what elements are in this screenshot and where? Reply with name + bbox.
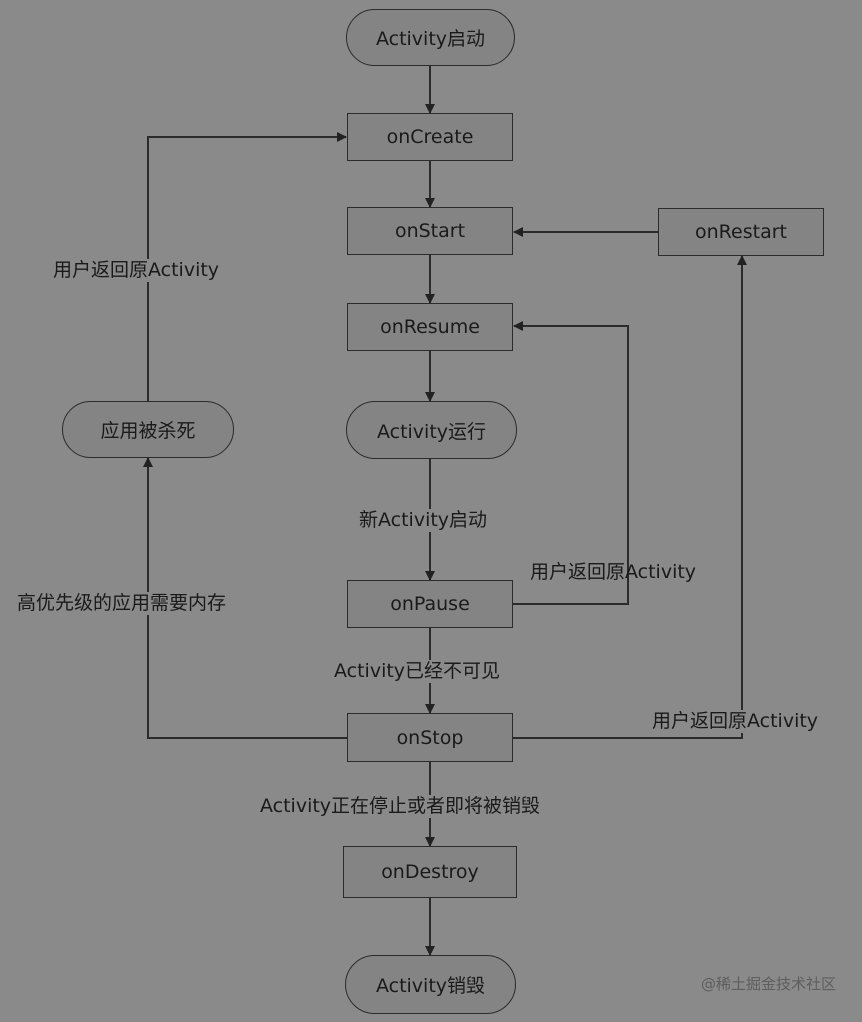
arrow-killed-to-create bbox=[147, 132, 347, 401]
node-activity-end: Activity销毁 bbox=[345, 955, 516, 1014]
label-pause-to-stop: Activity已经不可见 bbox=[331, 660, 504, 683]
node-onstart: onStart bbox=[347, 207, 513, 255]
label-pause-to-resume: 用户返回原Activity bbox=[530, 561, 697, 583]
node-oncreate: onCreate bbox=[347, 113, 513, 161]
watermark: @稀土掘金技术社区 bbox=[700, 975, 836, 993]
label-stop-to-destroy: Activity正在停止或者即将被销毁 bbox=[257, 795, 544, 818]
label-memory-needed: 高优先级的应用需要内存 bbox=[14, 592, 230, 615]
node-ondestroy: onDestroy bbox=[343, 846, 517, 898]
arrow-stop-to-restart bbox=[513, 255, 747, 739]
node-app-killed: 应用被杀死 bbox=[62, 401, 234, 458]
node-onrestart: onRestart bbox=[658, 208, 824, 256]
label-running-to-pause: 新Activity启动 bbox=[356, 509, 491, 532]
arrow-stop-to-killed bbox=[143, 457, 348, 739]
node-onresume: onResume bbox=[347, 303, 513, 351]
node-onstop: onStop bbox=[347, 713, 513, 762]
node-activity-start: Activity启动 bbox=[346, 9, 515, 66]
label-killed-to-create: 用户返回原Activity bbox=[50, 259, 223, 282]
node-activity-running: Activity运行 bbox=[346, 401, 517, 459]
label-stop-to-restart: 用户返回原Activity bbox=[649, 710, 822, 733]
node-onpause: onPause bbox=[347, 580, 513, 628]
arrow-pause-to-resume bbox=[513, 321, 629, 605]
